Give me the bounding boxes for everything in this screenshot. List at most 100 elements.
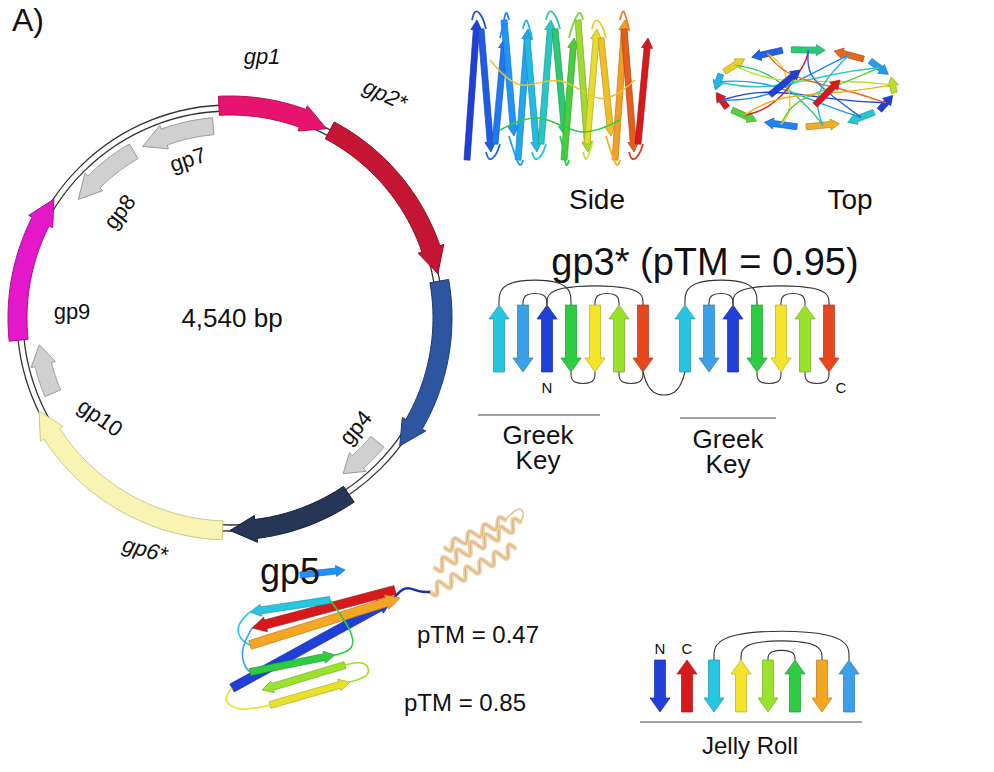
beta-strand [868,58,888,74]
beta-strand [561,38,579,160]
topology-loop [733,286,829,305]
coil-loop [500,118,620,132]
motif-underline [478,415,600,416]
topology-strand [537,305,557,372]
gene-arrow [400,279,452,445]
coil-loop [629,144,643,159]
beta-strand [635,38,653,144]
gene-arrow [218,96,326,131]
coil-loop [490,60,635,99]
beta-strand [848,109,875,124]
topology-diagrams [478,280,862,722]
motif-underline [680,418,776,419]
coil-loop [242,628,252,672]
topology-strand [609,305,629,372]
gene-label: gp9 [54,301,91,323]
beta-strand [813,80,840,107]
view-label: Side [569,186,625,214]
motif-label: Greek Key [488,423,588,472]
motif-label: Greek Key [678,427,778,476]
alpha-helix-edge [445,517,505,550]
topology-strand [704,660,724,712]
coil-loop [330,600,353,655]
coil-loop [486,144,500,159]
coil-loop [238,612,250,645]
coil-loop [722,92,886,103]
topology-strand [785,660,805,712]
topology-loop [768,650,795,660]
gene-label: gp2* [360,75,410,114]
gene-label: gp5 [260,554,320,590]
motif-underline [640,722,862,723]
gene-label: gp8 [100,191,140,233]
topology-strand [489,305,509,372]
beta-strand [598,38,615,136]
coil-loop [583,144,592,159]
genome-map [8,96,452,542]
terminus-label: C [836,380,847,395]
coil-loop [505,509,523,522]
coil-loop [523,20,532,38]
coil-loop [472,11,486,29]
panel-letter: A) [12,4,44,36]
coil-loop [509,136,523,165]
beta-strand [501,20,519,136]
topology-loop [741,641,822,660]
topology-strand [513,305,533,372]
topology-loop [547,286,643,305]
topology-strand [675,305,695,372]
gene-arrow [143,118,214,149]
gene-label: gp7 [167,144,209,176]
protein-structure-side [464,11,653,165]
topology-loop [781,294,805,306]
gene-arrow [31,345,61,397]
coil-loop [226,688,270,709]
coil-loop [500,13,509,38]
gene-arrow [78,144,138,200]
terminus-label: N [542,380,553,395]
topology-strand [795,305,815,372]
coil-loop [592,20,606,38]
topology-strand [699,305,719,372]
motif-label: Jelly Roll [702,734,798,758]
coil-loop [620,11,629,29]
beta-strand [250,597,331,617]
gene-arrow [230,486,354,542]
alpha-helix [445,517,505,550]
coil-loop [546,11,560,29]
gene-arrow [325,122,443,274]
terminus-label: C [682,641,693,656]
protein-structure-top [713,45,898,130]
view-label: Top [827,186,872,214]
topology-loop [571,372,595,384]
topology-strand [771,305,791,372]
coil-loop [808,50,861,117]
coil-loop [560,136,569,165]
beta-strand [768,70,800,97]
beta-strand [249,595,400,649]
coil-loop [744,50,808,115]
protein-structure-gp5 [226,509,523,709]
gene-label: gp1 [244,46,281,68]
topology-loop [685,280,757,305]
topology-loop [714,631,849,660]
gene-label: gp10 [74,395,127,441]
gene-label: gp4 [336,407,376,449]
score-label: pTM = 0.85 [404,691,526,715]
topology-strand [731,660,751,712]
topology-strand [747,305,767,372]
topology-strand [758,660,778,712]
score-label: pTM = 0.47 [417,623,539,647]
beta-strand [269,679,350,708]
topology-loop [595,294,619,306]
alpha-helix [435,519,520,572]
beta-strand [877,95,892,112]
topology-strand [723,305,743,372]
genome-size: 4,540 bp [181,305,282,331]
topology-loop [619,372,643,384]
topology-loop [805,372,829,384]
coil-loop [606,136,620,165]
topology-loop [643,372,685,395]
